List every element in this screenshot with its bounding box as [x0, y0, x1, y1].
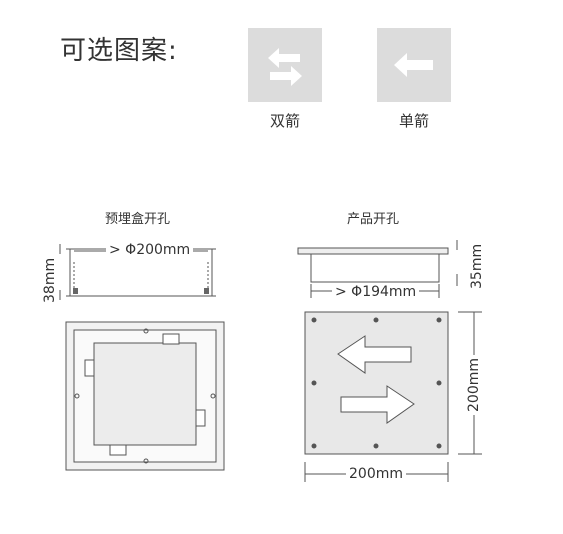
- embed-box-label: 预埋盒开孔: [105, 212, 171, 227]
- embed-height-dim: 38mm: [42, 254, 58, 306]
- front-height-dim: 200mm: [466, 355, 482, 415]
- option-single-arrow-label: 单箭: [398, 112, 429, 130]
- front-width-dim: 200mm: [346, 466, 406, 482]
- option-double-arrow[interactable]: [248, 28, 322, 102]
- option-single-arrow[interactable]: [377, 28, 451, 102]
- embed-width-dim: > Φ200mm: [106, 242, 194, 258]
- page-title: 可选图案:: [60, 36, 178, 66]
- product-cutout-label: 产品开孔: [347, 212, 400, 227]
- product-front-view: [304, 311, 482, 482]
- option-double-arrow-label: 双箭: [269, 112, 300, 130]
- single-arrow-icon: [394, 53, 433, 77]
- product-width-dim: > Φ194mm: [332, 284, 420, 300]
- embed-box-front-view: [65, 321, 225, 471]
- product-height-dim: 35mm: [469, 240, 485, 292]
- double-arrow-icon: [268, 48, 302, 86]
